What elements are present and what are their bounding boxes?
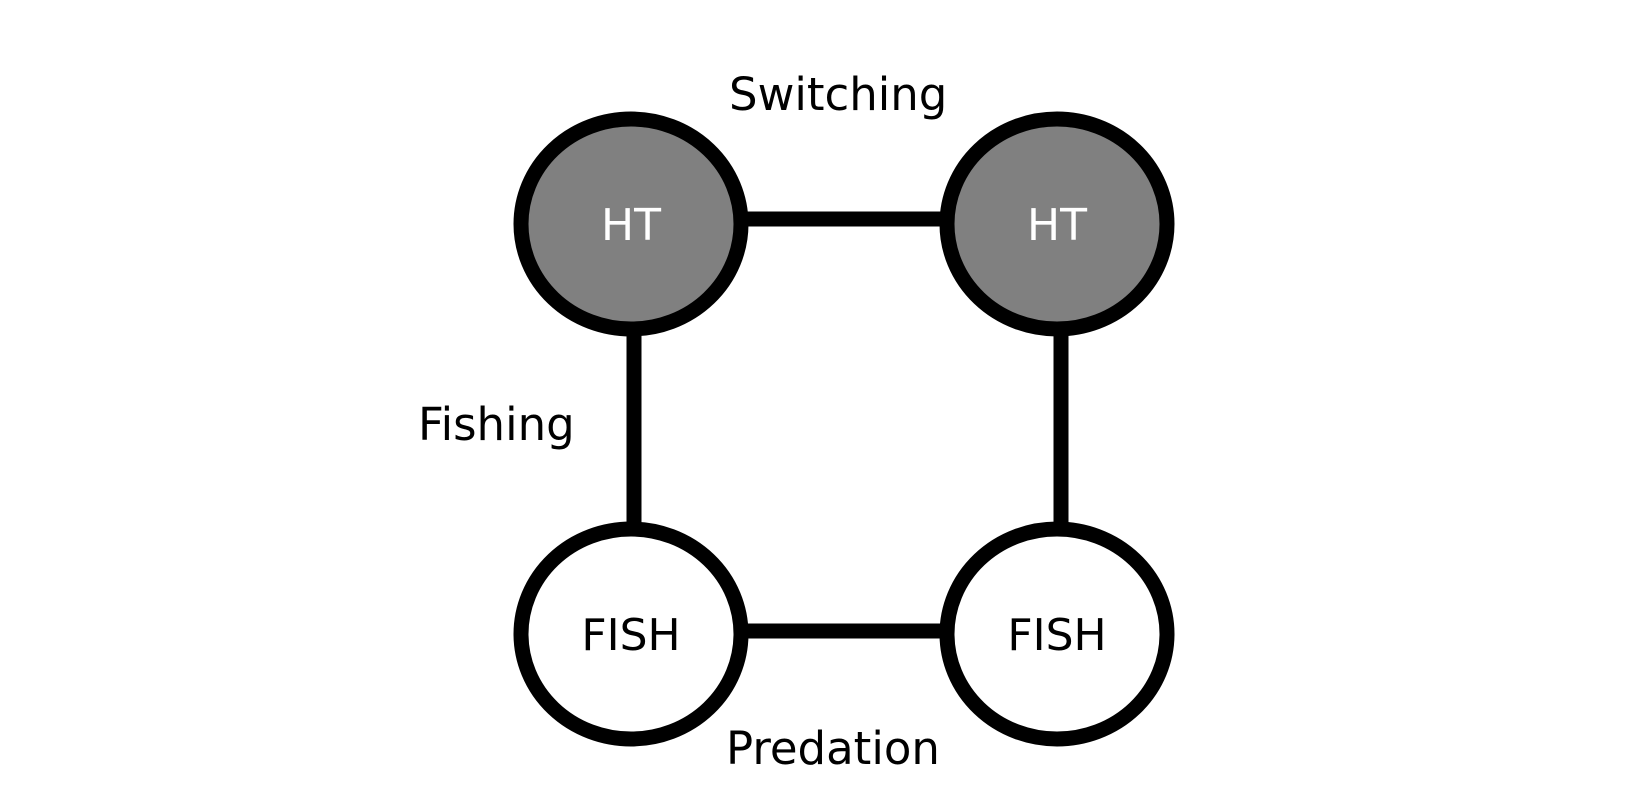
node-fish-bottom-right: FISH [939, 521, 1175, 747]
node-ht-top-left: HT [513, 111, 749, 337]
node-ht-top-right: HT [939, 111, 1175, 337]
edge-label-fishing: Fishing [418, 398, 575, 451]
node-label: HT [601, 200, 661, 251]
node-label: FISH [581, 610, 680, 661]
edge-label-predation: Predation [726, 722, 940, 775]
node-fish-bottom-left: FISH [513, 521, 749, 747]
edge-label-switching: Switching [729, 68, 948, 121]
node-label: FISH [1007, 610, 1106, 661]
node-label: HT [1027, 200, 1087, 251]
